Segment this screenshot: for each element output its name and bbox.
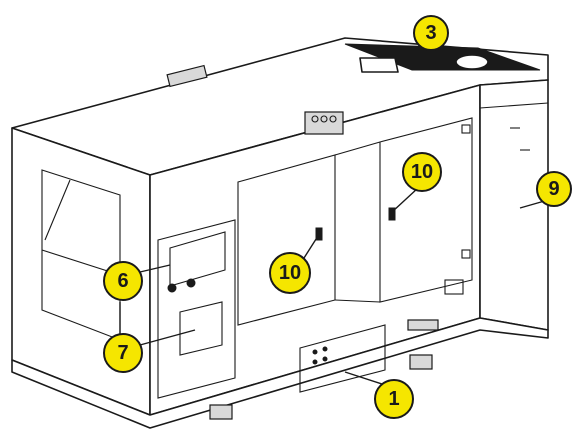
leader-lines bbox=[119, 41, 549, 386]
control-panel-frame bbox=[157, 219, 236, 399]
right-end-section bbox=[479, 79, 549, 331]
callout-10-right: 10 bbox=[402, 152, 442, 192]
control-panel-display bbox=[169, 231, 226, 287]
svg-text:1: 1 bbox=[388, 388, 399, 410]
lifting-eye-center bbox=[304, 111, 344, 135]
breaker-panel bbox=[179, 301, 223, 356]
generator-enclosure bbox=[11, 37, 549, 429]
door-handle-left bbox=[315, 227, 323, 241]
base-skid bbox=[11, 317, 549, 429]
skid-foot-right bbox=[409, 354, 433, 370]
vent-dome bbox=[455, 54, 489, 70]
lifting-eye-left bbox=[166, 64, 208, 88]
skid-access-panel bbox=[299, 324, 386, 393]
callout-1: 1 bbox=[374, 379, 414, 419]
svg-text:10: 10 bbox=[279, 262, 301, 284]
skid-foot-left bbox=[209, 404, 233, 420]
svg-text:7: 7 bbox=[117, 342, 128, 364]
panel-switch-2 bbox=[186, 278, 196, 288]
callout-6: 6 bbox=[103, 261, 143, 301]
svg-text:6: 6 bbox=[117, 270, 128, 292]
door-handle-right bbox=[388, 207, 396, 221]
fork-pocket bbox=[407, 319, 439, 331]
front-door-right bbox=[379, 117, 473, 303]
callout-9: 9 bbox=[536, 171, 572, 207]
svg-text:10: 10 bbox=[411, 161, 433, 183]
panel-switch-1 bbox=[167, 283, 177, 293]
callout-7: 7 bbox=[103, 333, 143, 373]
callout-10-left: 10 bbox=[269, 252, 311, 294]
callout-3: 3 bbox=[413, 15, 449, 51]
svg-text:9: 9 bbox=[548, 178, 559, 200]
exhaust-cap bbox=[359, 57, 399, 73]
svg-text:3: 3 bbox=[425, 22, 436, 44]
